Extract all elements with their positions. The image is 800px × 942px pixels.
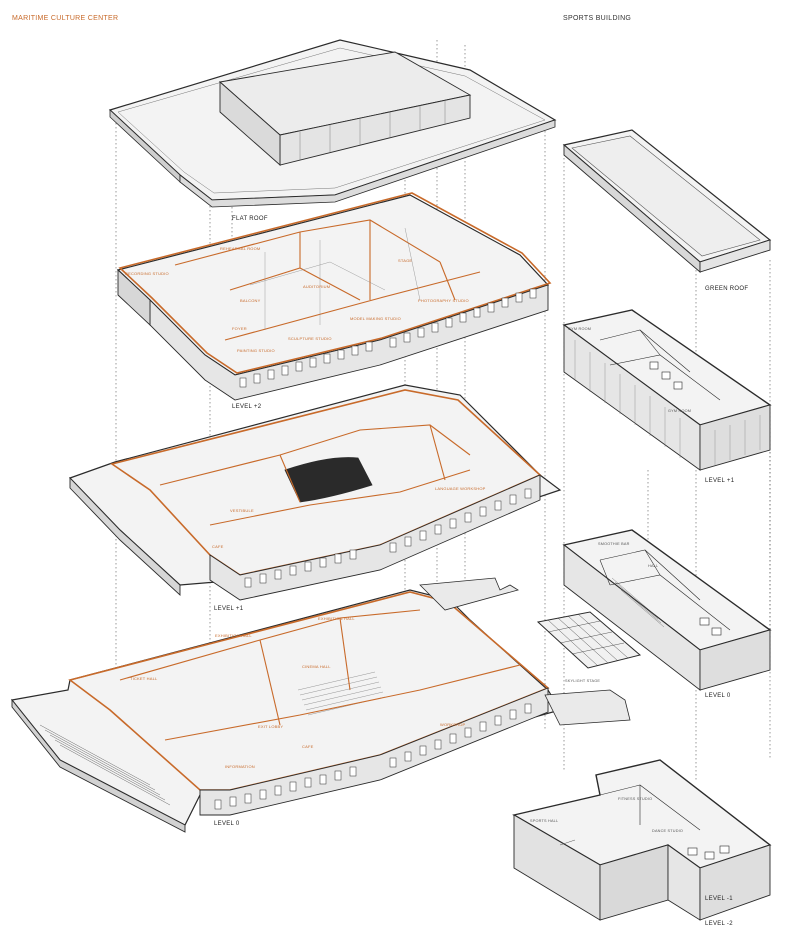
- sports-level-plus-1: [562, 309, 772, 471]
- room-labels-level-plus-1: VESTIBULE LANGUAGE WORKSHOP CAFE: [212, 486, 486, 549]
- room-model-making-studio: MODEL MAKING STUDIO: [350, 316, 401, 321]
- label-sports-level-plus-1: LEVEL +1: [705, 478, 735, 484]
- label-level-plus-2: LEVEL +2: [232, 404, 262, 410]
- label-level-plus-1: LEVEL +1: [214, 606, 244, 612]
- label-flat-roof: FLAT ROOF: [232, 216, 268, 222]
- room-labels-sports-level-plus-1: GYM ROOM GYM ROOM: [568, 327, 691, 413]
- level-plus-2: [116, 192, 552, 401]
- room-information: INFORMATION: [225, 764, 255, 769]
- room-hall: HALL: [648, 564, 658, 568]
- maritime-culture-center-title: MARITIME CULTURE CENTER: [12, 15, 119, 22]
- room-cafe-level-1: CAFE: [212, 544, 224, 549]
- room-vestibule: VESTIBULE: [230, 508, 254, 513]
- level-0: [10, 577, 631, 833]
- label-sports-level-minus-2: LEVEL -2: [705, 921, 733, 927]
- room-cinema-hall: CINEMA HALL: [302, 664, 331, 669]
- room-exhibition-hall-1: EXHIBITION HALL: [215, 633, 252, 638]
- room-sports-hall: SPORTS HALL: [530, 819, 558, 823]
- room-labels-level-0: EXHIBITION HALL EXHIBITION HALL TICKET H…: [130, 616, 466, 769]
- room-language-workshop: LANGUAGE WORKSHOP: [435, 486, 486, 491]
- skylight-stage: [536, 611, 642, 669]
- room-recording-studio: RECORDING STUDIO: [125, 271, 169, 276]
- room-painting-studio: PAINTING STUDIO: [237, 348, 275, 353]
- room-foyer: FOYER: [232, 326, 247, 331]
- label-sports-level-0: LEVEL 0: [705, 693, 731, 699]
- room-dance-studio: DANCE STUDIO: [652, 829, 683, 833]
- sports-level-0: [562, 529, 772, 691]
- room-workshop: WORKSHOP: [440, 722, 466, 727]
- level-plus-1: [68, 384, 562, 601]
- room-cafe-level-0: CAFE: [302, 744, 314, 749]
- room-exhibition-hall-2: EXHIBITION HALL: [318, 616, 355, 621]
- room-ticket-hall: TICKET HALL: [130, 676, 158, 681]
- label-sports-level-minus-1: LEVEL -1: [705, 896, 733, 902]
- room-fitness-studio: FITNESS STUDIO: [618, 797, 652, 801]
- room-smoothie-bar: SMOOTHIE BAR: [598, 542, 630, 546]
- room-exit-lobby: EXIT LOBBY: [258, 724, 283, 729]
- level-flat-roof: [108, 39, 557, 208]
- room-gym-room-2: GYM ROOM: [668, 409, 691, 413]
- room-sculpture-studio: SCULPTURE STUDIO: [288, 336, 332, 341]
- label-level-0: LEVEL 0: [214, 821, 240, 827]
- room-stage: STAGE: [398, 258, 412, 263]
- room-balcony: BALCONY: [240, 298, 261, 303]
- sports-green-roof: [562, 129, 772, 273]
- label-skylight-stage: SKYLIGHT STAGE: [565, 679, 600, 683]
- room-auditorium: AUDITORIUM: [303, 284, 330, 289]
- sports-building-title: SPORTS BUILDING: [563, 15, 632, 22]
- sports-basement: [512, 759, 772, 921]
- label-green-roof: GREEN ROOF: [705, 286, 748, 292]
- room-labels-sports-level-0: SMOOTHIE BAR HALL: [598, 542, 658, 568]
- room-labels-sports-basement: SPORTS HALL FITNESS STUDIO DANCE STUDIO: [530, 797, 683, 833]
- room-gym-room-1: GYM ROOM: [568, 327, 591, 331]
- room-rehearsal-room: REHEARSAL ROOM: [220, 246, 260, 251]
- room-labels-level-plus-2: RECORDING STUDIO REHEARSAL ROOM BALCONY …: [125, 246, 469, 353]
- room-photography-studio: PHOTOGRAPHY STUDIO: [418, 298, 469, 303]
